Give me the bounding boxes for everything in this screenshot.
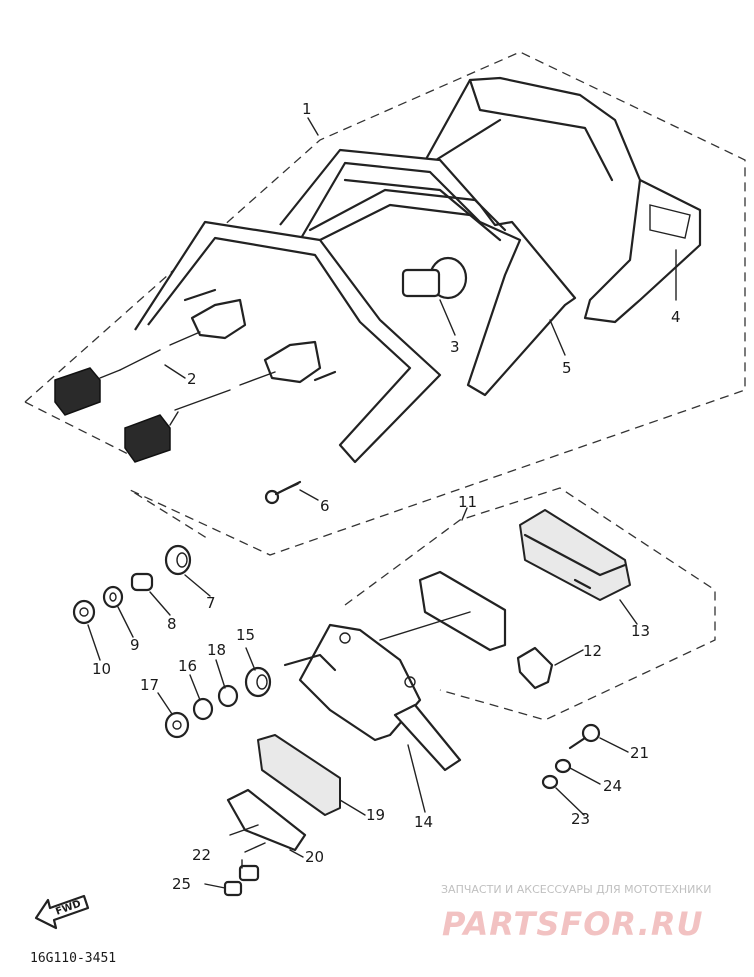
callout-11: 11: [458, 493, 477, 511]
bracket-14: [283, 623, 462, 772]
inner-frame: [134, 188, 507, 464]
washer-16: [192, 697, 214, 721]
callout-16: 16: [178, 657, 197, 675]
cap-25: [223, 880, 243, 897]
callout-6: 6: [320, 497, 330, 515]
nut-10: [72, 599, 96, 625]
callout-7: 7: [206, 594, 216, 612]
grommet-7: [164, 544, 192, 576]
callout-4: 4: [671, 308, 681, 326]
screw-6: [264, 480, 302, 505]
callout-9: 9: [130, 636, 140, 654]
cap-22: [238, 864, 260, 882]
holder-20: [226, 788, 307, 853]
watermark-tagline: ЗАПЧАСТИ И АКСЕССУАРЫ ДЛЯ МОТОТЕХНИКИ: [441, 883, 711, 896]
callout-19: 19: [366, 806, 385, 824]
group-outline-11: [344, 487, 716, 721]
socket-wiring-2: [54, 288, 337, 463]
callout-23: 23: [571, 810, 590, 828]
bolt-21: [568, 723, 601, 750]
grommet-15: [244, 666, 272, 698]
callout-8: 8: [167, 615, 177, 633]
callout-25: 25: [172, 875, 191, 893]
callout-24: 24: [603, 777, 622, 795]
leader-lines: [87, 117, 677, 889]
washer-9: [102, 585, 124, 609]
bulb-12: [516, 646, 554, 690]
callout-12: 12: [583, 642, 602, 660]
lens-frame-4: [418, 76, 702, 324]
watermark-brand: PARTSFOR.RU: [442, 905, 703, 943]
callout-20: 20: [305, 848, 324, 866]
license-lamp-13: [519, 509, 631, 601]
nut-17: [164, 711, 190, 739]
collar-8: [130, 572, 154, 592]
callout-3: 3: [450, 338, 460, 356]
forward-arrow-icon: FWD: [34, 894, 90, 930]
callout-5: 5: [562, 359, 572, 377]
callout-18: 18: [207, 641, 226, 659]
callout-17: 17: [140, 676, 159, 694]
callout-15: 15: [236, 626, 255, 644]
reflector-19: [257, 734, 341, 816]
callout-numbers: 1 2 3 4 5 6 7 8 9 10 11 12 13 14 15 16 1…: [92, 100, 681, 893]
callout-2: 2: [187, 370, 197, 388]
callout-21: 21: [630, 744, 649, 762]
collar-18: [217, 684, 239, 708]
lamp-base-plate: [379, 570, 507, 652]
callout-22: 22: [192, 846, 211, 864]
nut-23: [541, 774, 559, 790]
bulb-3: [401, 256, 468, 300]
callout-1: 1: [302, 100, 312, 118]
callout-13: 13: [631, 622, 650, 640]
callout-14: 14: [414, 813, 433, 831]
callout-10: 10: [92, 660, 111, 678]
group-outline-1: [24, 51, 746, 556]
diagram-code: 16G110-3451: [30, 951, 116, 966]
washer-24: [554, 758, 572, 774]
